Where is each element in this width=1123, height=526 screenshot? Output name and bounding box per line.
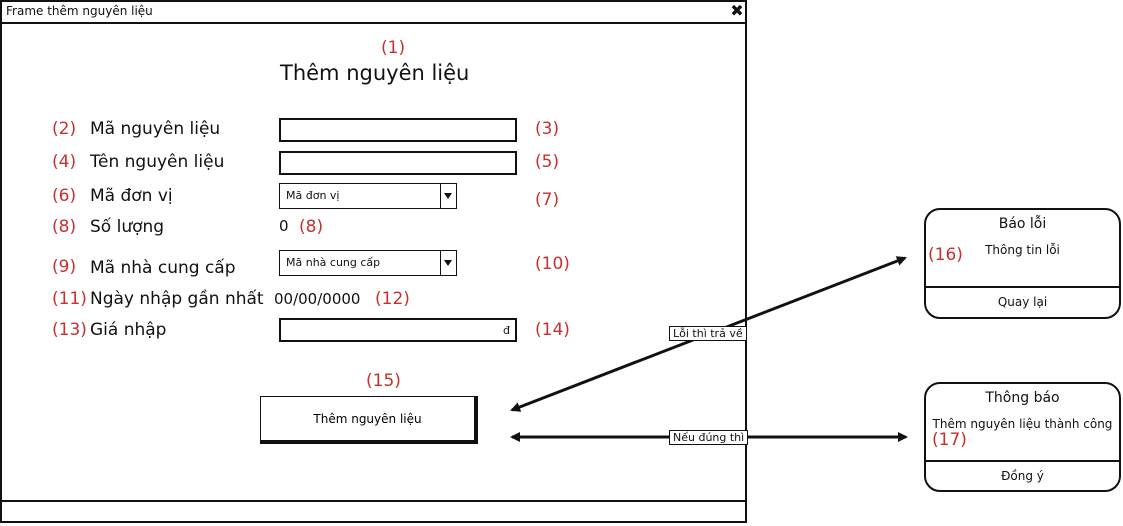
agree-button[interactable]: Đồng ý bbox=[1001, 469, 1044, 483]
marker-16: (16) bbox=[928, 245, 963, 265]
supplier-code-select[interactable]: Mã nhà cung cấp bbox=[279, 250, 457, 276]
marker-3: (3) bbox=[535, 119, 560, 139]
marker-17: (17) bbox=[932, 430, 967, 450]
title-bar bbox=[0, 0, 747, 24]
success-flow-label: Nếu đúng thì bbox=[669, 430, 749, 445]
marker-12: (12) bbox=[375, 289, 410, 309]
import-price-input[interactable]: đ bbox=[279, 318, 517, 342]
marker-13: (13) bbox=[52, 320, 87, 340]
marker-4: (4) bbox=[52, 152, 77, 172]
add-material-button[interactable]: Thêm nguyên liệu bbox=[260, 396, 478, 444]
marker-15: (15) bbox=[366, 371, 401, 391]
currency-suffix: đ bbox=[503, 324, 510, 337]
marker-8-label: (8) bbox=[52, 217, 77, 237]
material-code-input[interactable] bbox=[279, 118, 517, 142]
quantity-value: 0 bbox=[279, 217, 289, 235]
marker-1: (1) bbox=[381, 38, 406, 58]
error-dialog-title: Báo lỗi bbox=[998, 216, 1047, 232]
supplier-code-label: Mã nhà cung cấp bbox=[90, 258, 236, 278]
quantity-label: Số lượng bbox=[90, 217, 165, 237]
back-button[interactable]: Quay lại bbox=[997, 295, 1048, 309]
marker-5: (5) bbox=[535, 152, 560, 172]
success-dialog-message: Thêm nguyên liệu thành công bbox=[932, 417, 1113, 431]
marker-2: (2) bbox=[52, 119, 77, 139]
chevron-down-icon[interactable] bbox=[440, 184, 456, 208]
last-import-date-value: 00/00/0000 bbox=[274, 290, 361, 308]
material-name-input[interactable] bbox=[279, 151, 517, 175]
supplier-code-selected: Mã nhà cung cấp bbox=[286, 256, 381, 269]
marker-11: (11) bbox=[52, 289, 87, 309]
error-dialog-divider bbox=[926, 286, 1119, 288]
marker-6: (6) bbox=[52, 186, 77, 206]
error-flow-label: Lỗi thì trả về bbox=[669, 326, 747, 341]
unit-code-select[interactable]: Mã đơn vị bbox=[279, 183, 457, 209]
marker-9: (9) bbox=[52, 257, 77, 277]
close-icon[interactable]: ✖ bbox=[730, 1, 744, 20]
success-dialog-title: Thông báo bbox=[985, 390, 1060, 406]
marker-8-value: (8) bbox=[299, 217, 324, 237]
chevron-down-icon[interactable] bbox=[440, 251, 456, 275]
material-name-label: Tên nguyên liệu bbox=[90, 152, 225, 172]
success-dialog: Thông báo Thêm nguyên liệu thành công (1… bbox=[924, 382, 1121, 492]
unit-code-selected: Mã đơn vị bbox=[286, 189, 340, 202]
material-code-label: Mã nguyên liệu bbox=[90, 119, 221, 139]
error-dialog: Báo lỗi Thông tin lỗi (16) Quay lại bbox=[924, 208, 1121, 319]
footer-divider bbox=[0, 500, 747, 502]
page-title: Thêm nguyên liệu bbox=[280, 61, 470, 85]
import-price-label: Giá nhập bbox=[90, 320, 167, 340]
success-dialog-divider bbox=[926, 460, 1119, 462]
error-dialog-message: Thông tin lỗi bbox=[985, 243, 1060, 257]
marker-7: (7) bbox=[535, 190, 560, 210]
last-import-date-label: Ngày nhập gần nhất bbox=[90, 289, 264, 309]
window-title: Frame thêm nguyên liệu bbox=[6, 4, 153, 18]
unit-code-label: Mã đơn vị bbox=[90, 186, 173, 206]
